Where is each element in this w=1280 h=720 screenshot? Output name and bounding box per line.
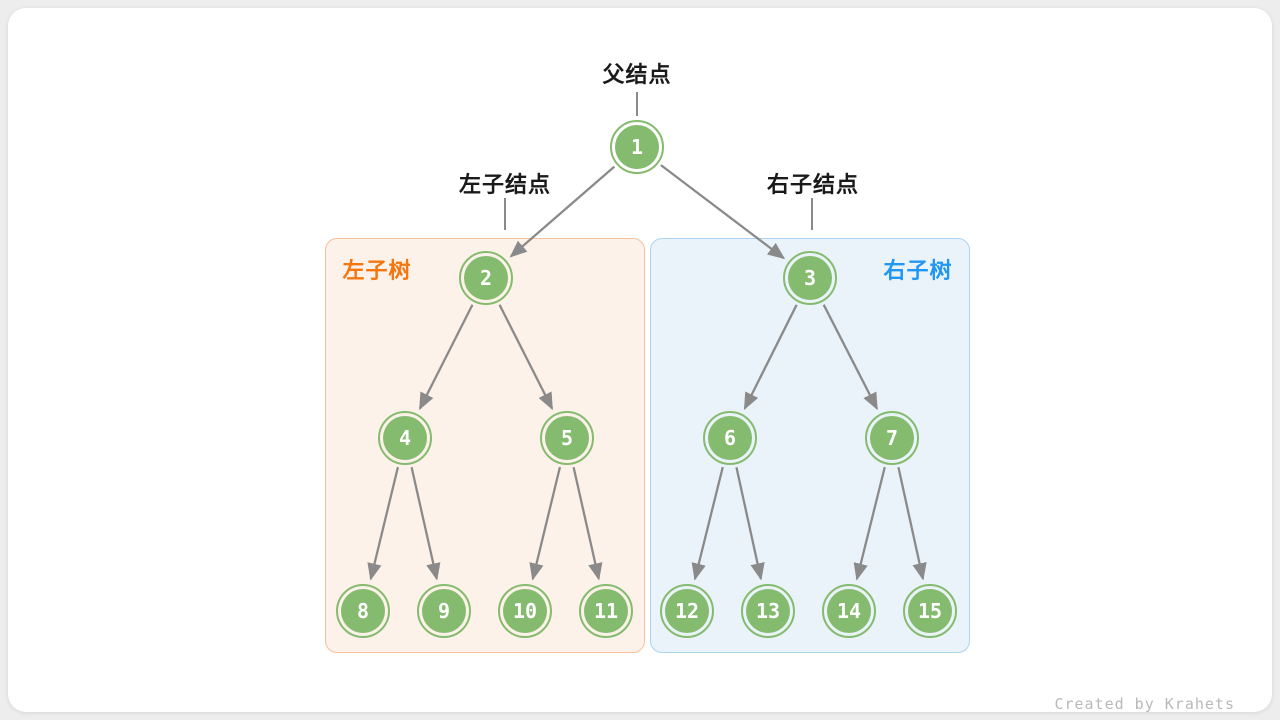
tree-node-14: 14 [822,584,876,638]
tree-node-5: 5 [540,411,594,465]
tree-node-value: 5 [545,416,589,460]
tree-node-9: 9 [417,584,471,638]
tree-node-value: 6 [708,416,752,460]
tree-node-13: 13 [741,584,795,638]
tree-node-7: 7 [865,411,919,465]
right-subtree-label: 右子树 [883,258,953,283]
tree-node-value: 4 [383,416,427,460]
tree-node-6: 6 [703,411,757,465]
tree-node-15: 15 [903,584,957,638]
tree-node-value: 8 [341,589,385,633]
tree-node-value: 1 [615,125,659,169]
left-subtree-label: 左子树 [342,258,412,283]
tree-node-value: 12 [665,589,709,633]
tree-node-value: 14 [827,589,871,633]
tree-node-4: 4 [378,411,432,465]
tree-node-2: 2 [459,251,513,305]
tree-node-value: 11 [584,589,628,633]
tree-node-8: 8 [336,584,390,638]
watermark: Created by Krahets [1054,695,1235,713]
tree-node-11: 11 [579,584,633,638]
tree-node-1: 1 [610,120,664,174]
tree-node-value: 9 [422,589,466,633]
tree-node-10: 10 [498,584,552,638]
parent-node-label: 父结点 [602,62,672,87]
right-child-label: 右子结点 [766,172,860,197]
tree-node-value: 10 [503,589,547,633]
tree-node-value: 3 [788,256,832,300]
tree-node-value: 2 [464,256,508,300]
left-child-label: 左子结点 [458,172,552,197]
tree-node-value: 7 [870,416,914,460]
tree-node-value: 13 [746,589,790,633]
tree-node-value: 15 [908,589,952,633]
tree-node-3: 3 [783,251,837,305]
tree-node-12: 12 [660,584,714,638]
